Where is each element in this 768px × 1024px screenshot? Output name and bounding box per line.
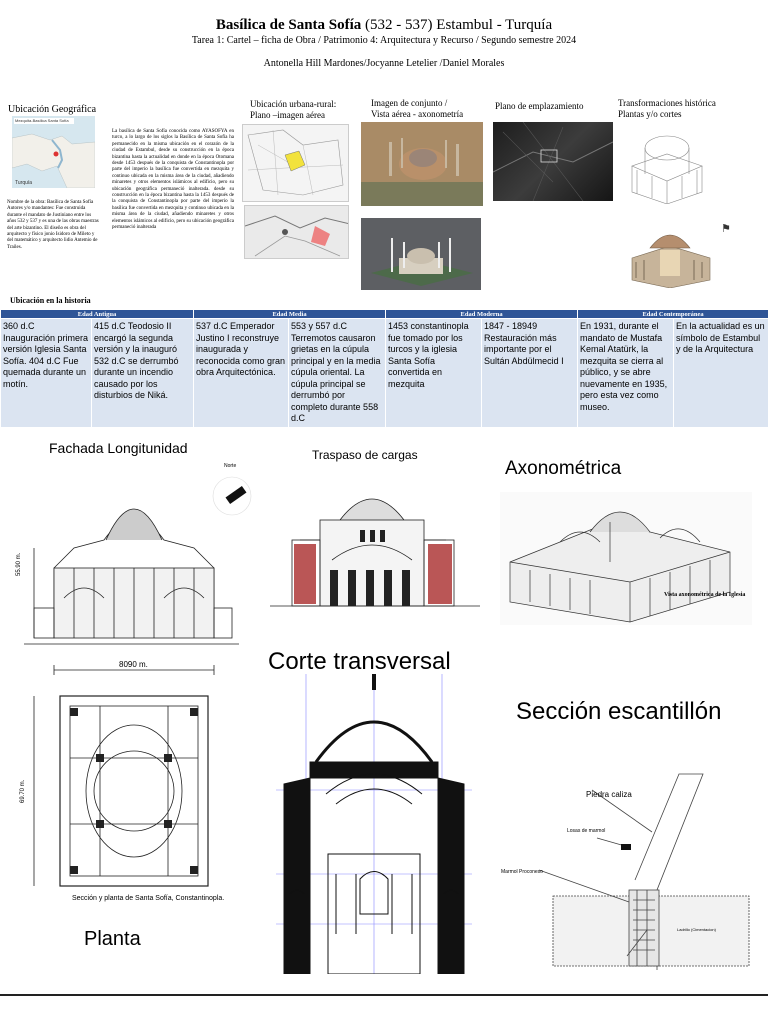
aerial-map-graphic <box>245 206 348 258</box>
traspaso-label: Traspaso de cargas <box>312 448 418 462</box>
urban-plan-image <box>242 124 349 202</box>
marmol-label: Marmol Proconeso <box>501 869 543 875</box>
fachada-planta-drawing: 55.90 m. 8090 m. 69.70 m. Sección y plan… <box>14 458 254 918</box>
urban-heading: Ubicación urbana-rural: Plano –imagen aé… <box>250 99 337 120</box>
era-header: Edad Moderna <box>385 309 579 319</box>
title-main: Basílica de Santa Sofía <box>215 17 362 33</box>
wireframe-image <box>622 126 712 204</box>
conjunto-heading: Imagen de conjunto / Vista aérea - axono… <box>371 98 464 119</box>
fachada-label: Fachada Longitunidad <box>49 440 188 456</box>
geo-map: Mezquita-Basílica Santa Sofía Turquía <box>12 116 95 188</box>
north-label: Norte <box>224 463 237 469</box>
traspaso-drawing <box>270 480 480 608</box>
poster-subtitle: Tarea 1: Cartel – ficha de Obra / Patrim… <box>191 35 577 46</box>
timeline-cell: 1847 - 18949 Restauración más importante… <box>481 318 579 428</box>
transformaciones-heading: Transformaciones histórica Plantas y/o c… <box>618 98 716 119</box>
geo-map-label: Turquía <box>15 180 33 186</box>
bookmark-icon[interactable]: ⚑ <box>721 223 731 235</box>
seccion-drawing: Piedra caliza Losas de marmol Marmol Pro… <box>497 770 759 970</box>
poster-title: Basílica de Santa Sofía (532 - 537) Esta… <box>0 17 768 34</box>
axon-caption: Vista axonométrica de la Iglesia <box>664 592 746 598</box>
timeline-cell: 1453 constantinopla fue tomado por los t… <box>385 318 483 428</box>
geo-map-graphic <box>12 116 95 188</box>
era-header: Edad Contemporánea <box>577 309 768 319</box>
width-dimension: 8090 m. <box>119 660 148 669</box>
seccion-label: Sección escantillón <box>516 698 722 725</box>
axonometric-render <box>361 218 481 290</box>
planta-label: Planta <box>84 928 141 950</box>
timeline-cell: En la actualidad es un símbolo de Estamb… <box>673 318 768 428</box>
ladrillo-label: Ladrillo (Cimentacion) <box>677 927 716 932</box>
plan-caption: Sección y planta de Santa Sofía, Constan… <box>72 895 225 902</box>
title-rest: (532 - 537) Estambul - Turquía <box>365 17 553 33</box>
axonometrica-drawing: Vista axonométrica de la Iglesia <box>500 492 752 625</box>
losas-label: Losas de marmol <box>567 828 606 834</box>
description-text: La basílica de Santa Sofía conocida como… <box>112 129 234 231</box>
emplazamiento-heading: Plano de emplazamiento <box>495 101 584 111</box>
urban-plan-graphic <box>247 129 344 196</box>
history-timeline-table: Edad Antigua Edad Media Edad Moderna Eda… <box>0 309 768 428</box>
wireframe-graphic <box>631 135 703 204</box>
cutaway-graphic <box>631 234 711 288</box>
axonometric-render-graphic <box>361 218 481 290</box>
site-plan-image <box>493 122 613 201</box>
timeline-cell: 415 d.C Teodosio II encargó la segunda v… <box>90 318 195 428</box>
geo-map-title: Mezquita-Basílica Santa Sofía <box>15 118 69 123</box>
timeline-cell: 360 d.C Inauguración primera versión Igl… <box>0 318 92 428</box>
axonometrica-label: Axonométrica <box>505 458 622 479</box>
historia-heading: Ubicación en la historia <box>10 296 91 305</box>
geo-caption: Nombre de la obra: Basílica de Santa Sof… <box>7 200 99 250</box>
traspaso-graphic <box>270 498 480 607</box>
aerial-photo <box>361 122 483 206</box>
poster-authors: Antonella Hill Mardones/Jocyanne Letelie… <box>263 58 505 69</box>
height-dimension: 55.90 m. <box>16 552 22 576</box>
plan-dimension: 69.70 m. <box>20 779 26 803</box>
piedra-label: Piedra caliza <box>586 790 632 799</box>
bottom-rule <box>0 994 768 996</box>
axonometrica-graphic <box>509 511 731 623</box>
north-arrow: Norte <box>208 463 256 521</box>
geo-heading: Ubicación Geográfica <box>8 104 97 115</box>
aerial-map-image <box>244 205 349 259</box>
corte-graphic <box>276 674 472 974</box>
cutaway-image <box>624 218 717 288</box>
fachada-planta-graphic <box>24 508 239 887</box>
seccion-graphic <box>538 773 750 970</box>
north-arrow-icon <box>212 476 252 516</box>
corte-drawing <box>276 674 472 974</box>
site-plan-graphic <box>493 122 613 201</box>
timeline-cell: 537 d.C Emperador Justino I reconstruye … <box>193 318 290 428</box>
timeline-cell: En 1931, durante el mandato de Mustafa K… <box>577 318 675 428</box>
era-header: Edad Media <box>193 309 387 319</box>
timeline-cell: 553 y 557 d.C Terremotos causaron grieta… <box>288 318 387 428</box>
corte-label: Corte transversal <box>268 648 451 675</box>
aerial-photo-graphic <box>361 122 483 206</box>
era-header: Edad Antigua <box>0 309 195 319</box>
